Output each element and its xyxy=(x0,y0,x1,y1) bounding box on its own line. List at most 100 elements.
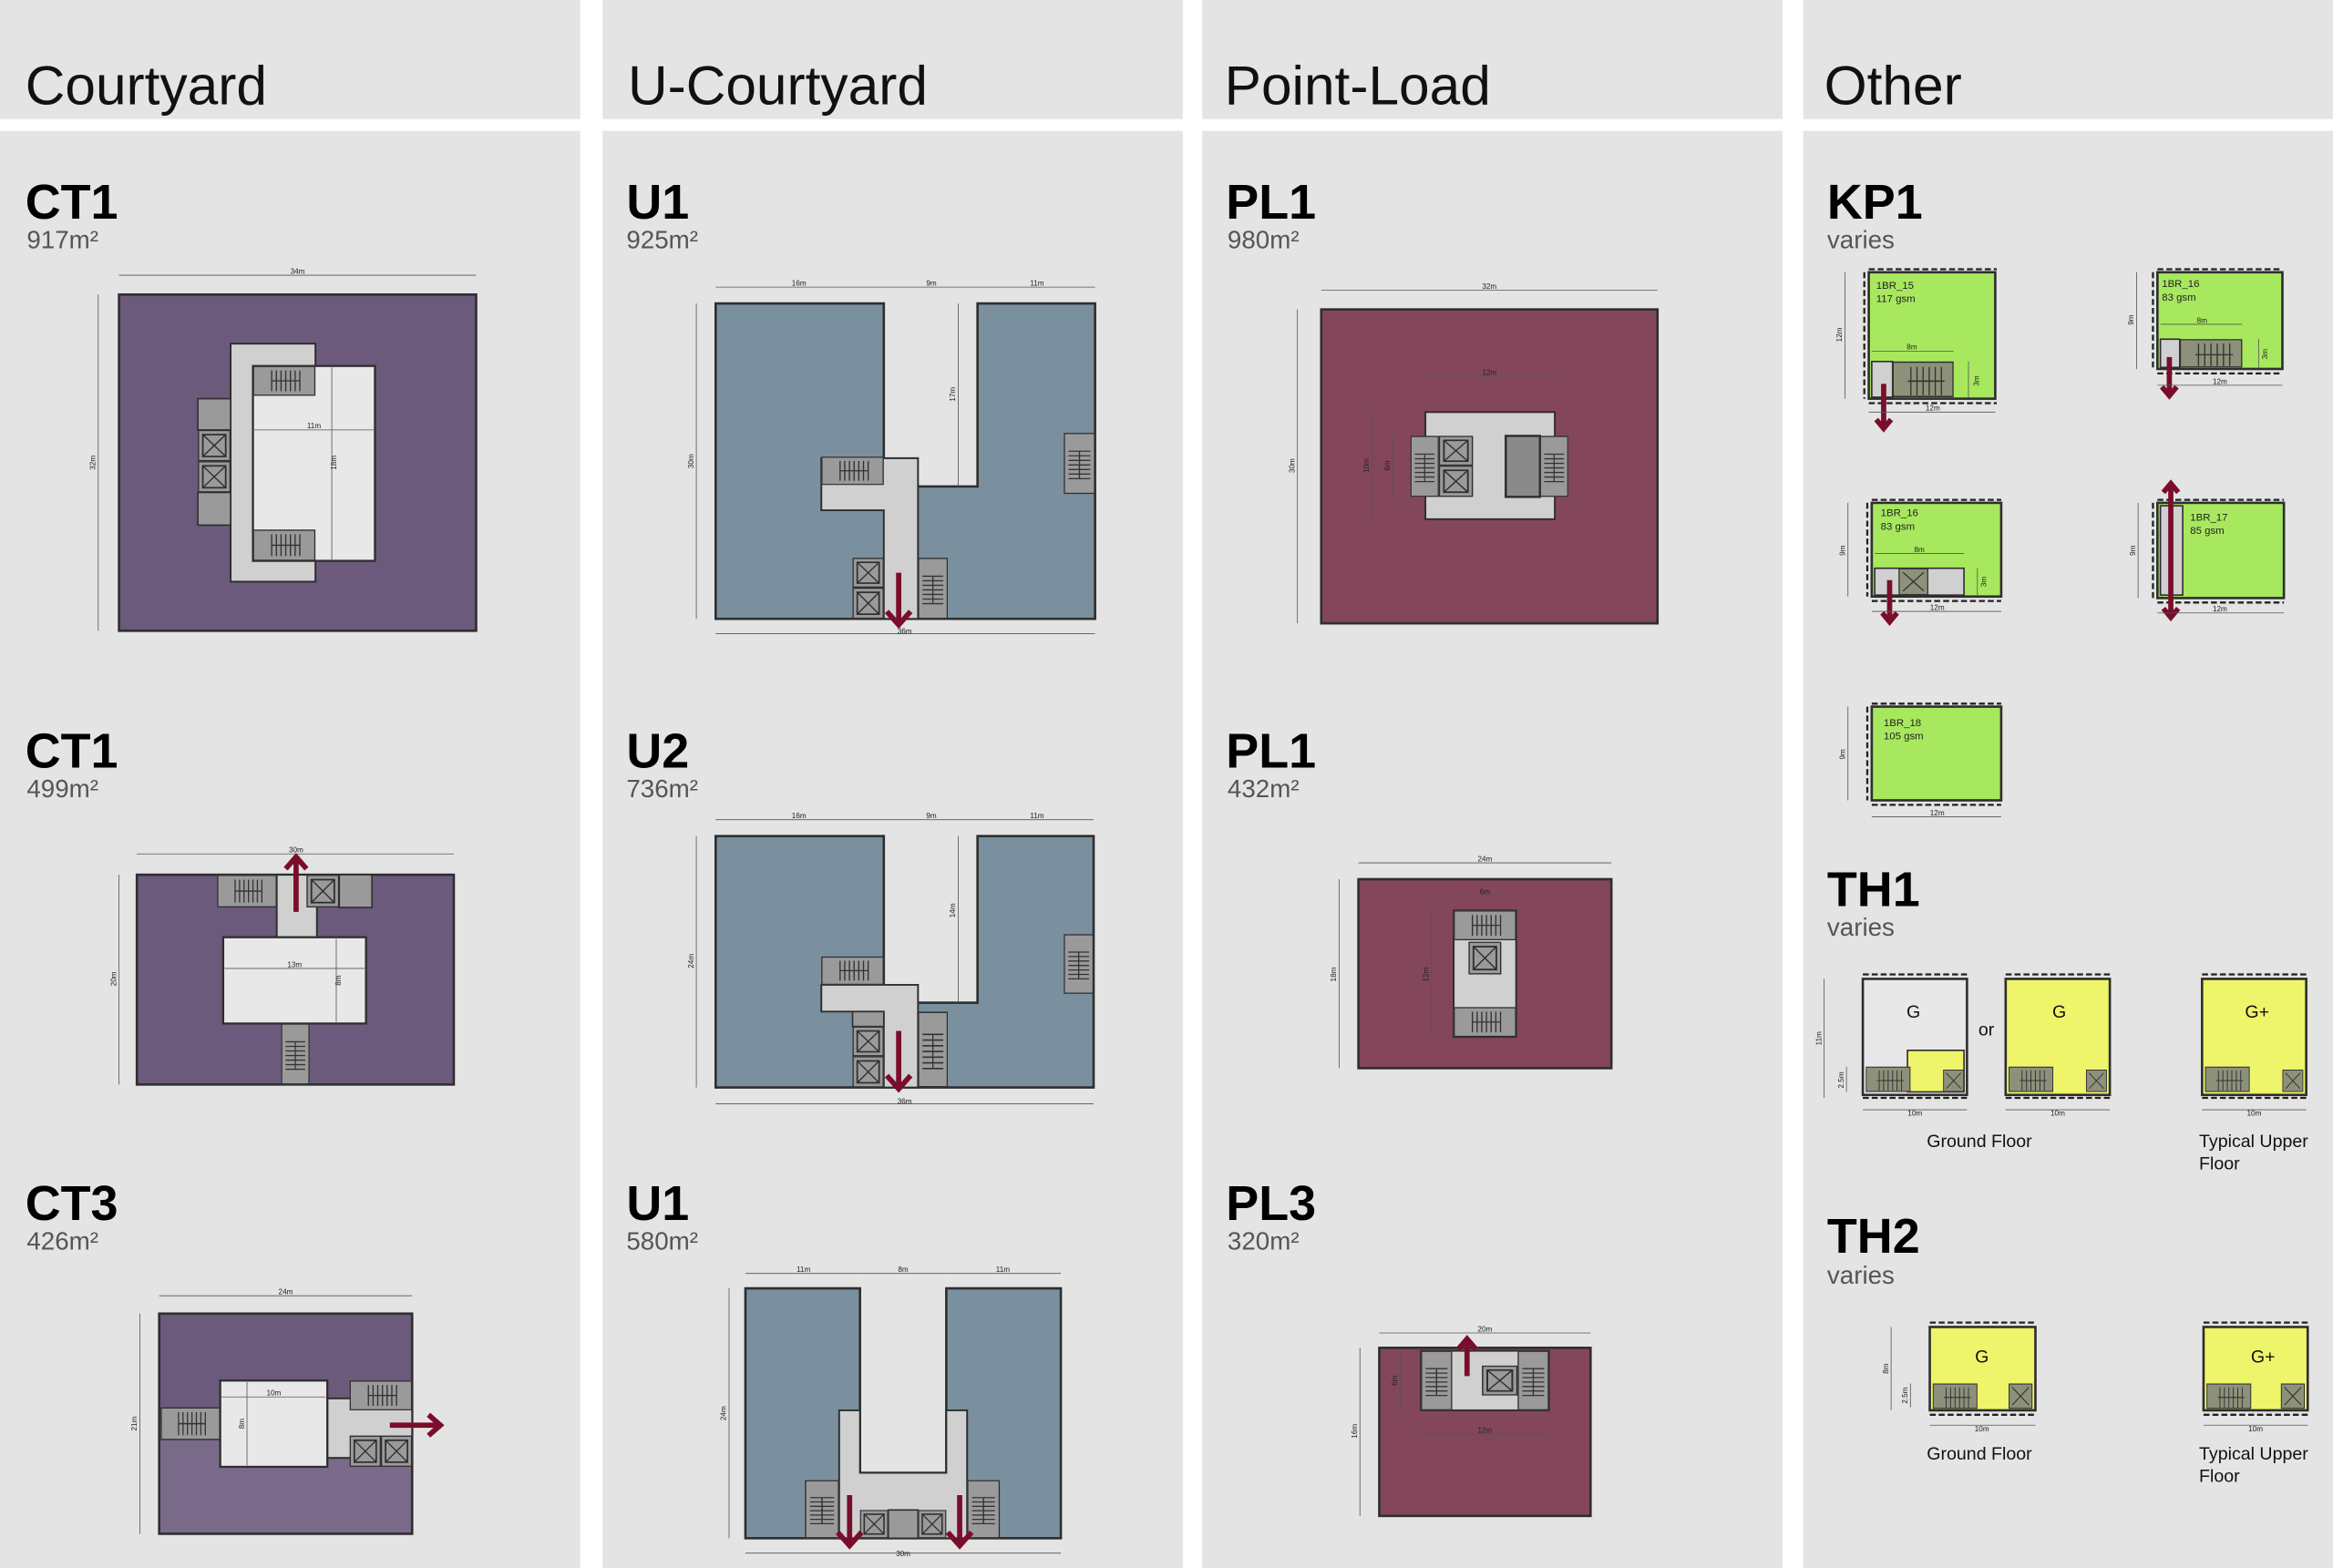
lift-icon xyxy=(852,587,884,620)
svg-text:12m: 12m xyxy=(1930,809,1945,817)
lift-icon xyxy=(380,1435,413,1467)
dimension-depth: 21m xyxy=(130,1313,140,1534)
typology-ct1-917: CT1 917m² 34m 32m 11m 18m xyxy=(26,175,478,632)
svg-text:8m: 8m xyxy=(898,1266,909,1274)
svg-text:8m: 8m xyxy=(238,1419,246,1430)
dimension-notch-depth: 14m xyxy=(949,835,959,1003)
typology-area: 499m² xyxy=(26,774,98,803)
column-header-point-load: Point-Load xyxy=(1225,54,1491,116)
dimension-courtyard-depth: 8m xyxy=(334,938,343,1022)
plan-label: G+ xyxy=(2251,1348,2276,1368)
typology-area: 925m² xyxy=(626,226,698,254)
column-header-u-courtyard: U-Courtyard xyxy=(628,54,928,116)
dimension-width: 10m xyxy=(2203,1425,2308,1433)
dimension-depth: 11m xyxy=(1814,979,1825,1099)
dimension-width: 10m xyxy=(2202,1110,2307,1118)
typology-u1-580: U1 580m² 11m 8m 11m 30m 24m xyxy=(626,1176,1063,1558)
stair-icon xyxy=(281,1023,310,1085)
dimension-width: 10m xyxy=(1863,1110,1968,1118)
typology-area: 580m² xyxy=(626,1227,698,1255)
svg-text:32m: 32m xyxy=(88,456,97,470)
stair-icon xyxy=(2009,1066,2054,1092)
floor-plan: 24m 21m 10m 8m xyxy=(130,1288,445,1535)
unit-area: 85 gsm xyxy=(2190,526,2224,537)
dimension-depth: 30m xyxy=(687,303,697,620)
unit-area: 105 gsm xyxy=(1884,732,1924,743)
dimension-depth: 16m xyxy=(1351,1348,1361,1516)
entrance-arrow-icon xyxy=(884,572,913,630)
stair-icon xyxy=(2179,339,2243,368)
dimension-width: 36m xyxy=(715,1098,1094,1106)
svg-text:30m: 30m xyxy=(1288,458,1296,473)
stair-icon xyxy=(217,875,277,908)
lift-icon xyxy=(2009,1383,2033,1409)
lift-icon xyxy=(306,875,340,908)
dimension-core-depth: 12m xyxy=(1422,910,1433,1038)
dimension-segment: 8m xyxy=(2160,316,2243,325)
svg-text:11m: 11m xyxy=(797,1266,810,1274)
dimension-segment: 3m xyxy=(1968,361,1980,397)
dimension-stair-depth: 2.5m xyxy=(1901,1383,1911,1408)
column-header-other: Other xyxy=(1824,54,1962,116)
stair-icon xyxy=(252,529,316,561)
lift-icon xyxy=(852,1026,884,1057)
floor-plan: 32m 30m 12m 10m 6m xyxy=(1288,282,1660,625)
caption-floor: Floor xyxy=(2199,1466,2240,1486)
svg-text:10m: 10m xyxy=(1907,1110,1922,1118)
typology-area: 736m² xyxy=(626,774,698,803)
stair-icon xyxy=(805,1480,839,1539)
dimension-depth: 12m xyxy=(1835,272,1845,399)
svg-text:9m: 9m xyxy=(1838,749,1846,760)
dimension-depth: 9m xyxy=(1838,706,1849,801)
svg-text:13m: 13m xyxy=(287,960,302,968)
typology-pl1-432: PL1 432m² 24m 18m 6m 12m xyxy=(1226,724,1613,1070)
lift-icon xyxy=(1468,941,1502,975)
stair-icon xyxy=(1517,1350,1549,1410)
floor-plan: 16m 9m 11m 36m 24m 14m xyxy=(687,812,1095,1106)
svg-text:10m: 10m xyxy=(2050,1110,2065,1118)
dimension-width: 30m xyxy=(137,846,454,855)
column-header-courtyard: Courtyard xyxy=(26,54,267,116)
typology-name: CT1 xyxy=(26,175,118,230)
svg-text:12m: 12m xyxy=(1835,327,1844,342)
svg-text:36m: 36m xyxy=(898,628,912,636)
entrance-arrow-icon xyxy=(1455,1335,1478,1377)
lift-icon xyxy=(1438,466,1474,497)
stair-icon xyxy=(1539,436,1568,497)
svg-text:12m: 12m xyxy=(2213,605,2227,613)
svg-text:9m: 9m xyxy=(926,812,937,820)
typology-pl1-980: PL1 980m² 32m 30m 12m 10m 6m xyxy=(1226,175,1660,625)
plan-label: G xyxy=(1906,1002,1920,1022)
svg-text:18m: 18m xyxy=(1330,967,1338,981)
stair-icon xyxy=(1421,1350,1453,1410)
floor-plan: 11m 8m 11m 30m 24m xyxy=(720,1266,1063,1558)
typology-area: varies xyxy=(1827,1261,1895,1289)
svg-text:11m: 11m xyxy=(1030,280,1043,288)
stair-icon xyxy=(2206,1383,2252,1409)
dimension-segment: 9m xyxy=(883,812,978,821)
svg-text:12m: 12m xyxy=(1930,603,1945,611)
typology-u2: U2 736m² 16m 9m 11m 36m 24m 14m xyxy=(626,724,1095,1106)
svg-text:9m: 9m xyxy=(926,280,937,288)
dimension-courtyard-width: 10m xyxy=(221,1389,326,1398)
svg-text:11m: 11m xyxy=(1814,1031,1823,1045)
dimension-depth: 30m xyxy=(1288,309,1299,624)
dimension-courtyard-depth: 8m xyxy=(238,1381,248,1466)
unit-area: 83 gsm xyxy=(2162,292,2195,303)
unit-area: 117 gsm xyxy=(1876,293,1916,304)
typology-th1: TH1 varies G or G G+ 11m 2.5m 10m 10m 10… xyxy=(1814,862,2308,1173)
svg-text:24m: 24m xyxy=(720,1406,728,1420)
dimension-width: 34m xyxy=(118,267,477,276)
svg-text:8m: 8m xyxy=(1882,1363,1890,1374)
svg-text:12m: 12m xyxy=(1482,368,1496,376)
stair-icon xyxy=(1892,361,1954,397)
dimension-segment: 11m xyxy=(977,280,1095,288)
svg-text:3m: 3m xyxy=(2261,349,2269,360)
dimension-courtyard-width: 11m xyxy=(254,422,374,431)
svg-text:12m: 12m xyxy=(1926,405,1940,413)
svg-text:10m: 10m xyxy=(2248,1425,2263,1433)
stair-icon xyxy=(1454,1007,1516,1038)
svg-text:6m: 6m xyxy=(1391,1375,1399,1386)
townhouse-plan-ground-b: G xyxy=(2004,973,2112,1100)
svg-text:24m: 24m xyxy=(1477,855,1492,863)
